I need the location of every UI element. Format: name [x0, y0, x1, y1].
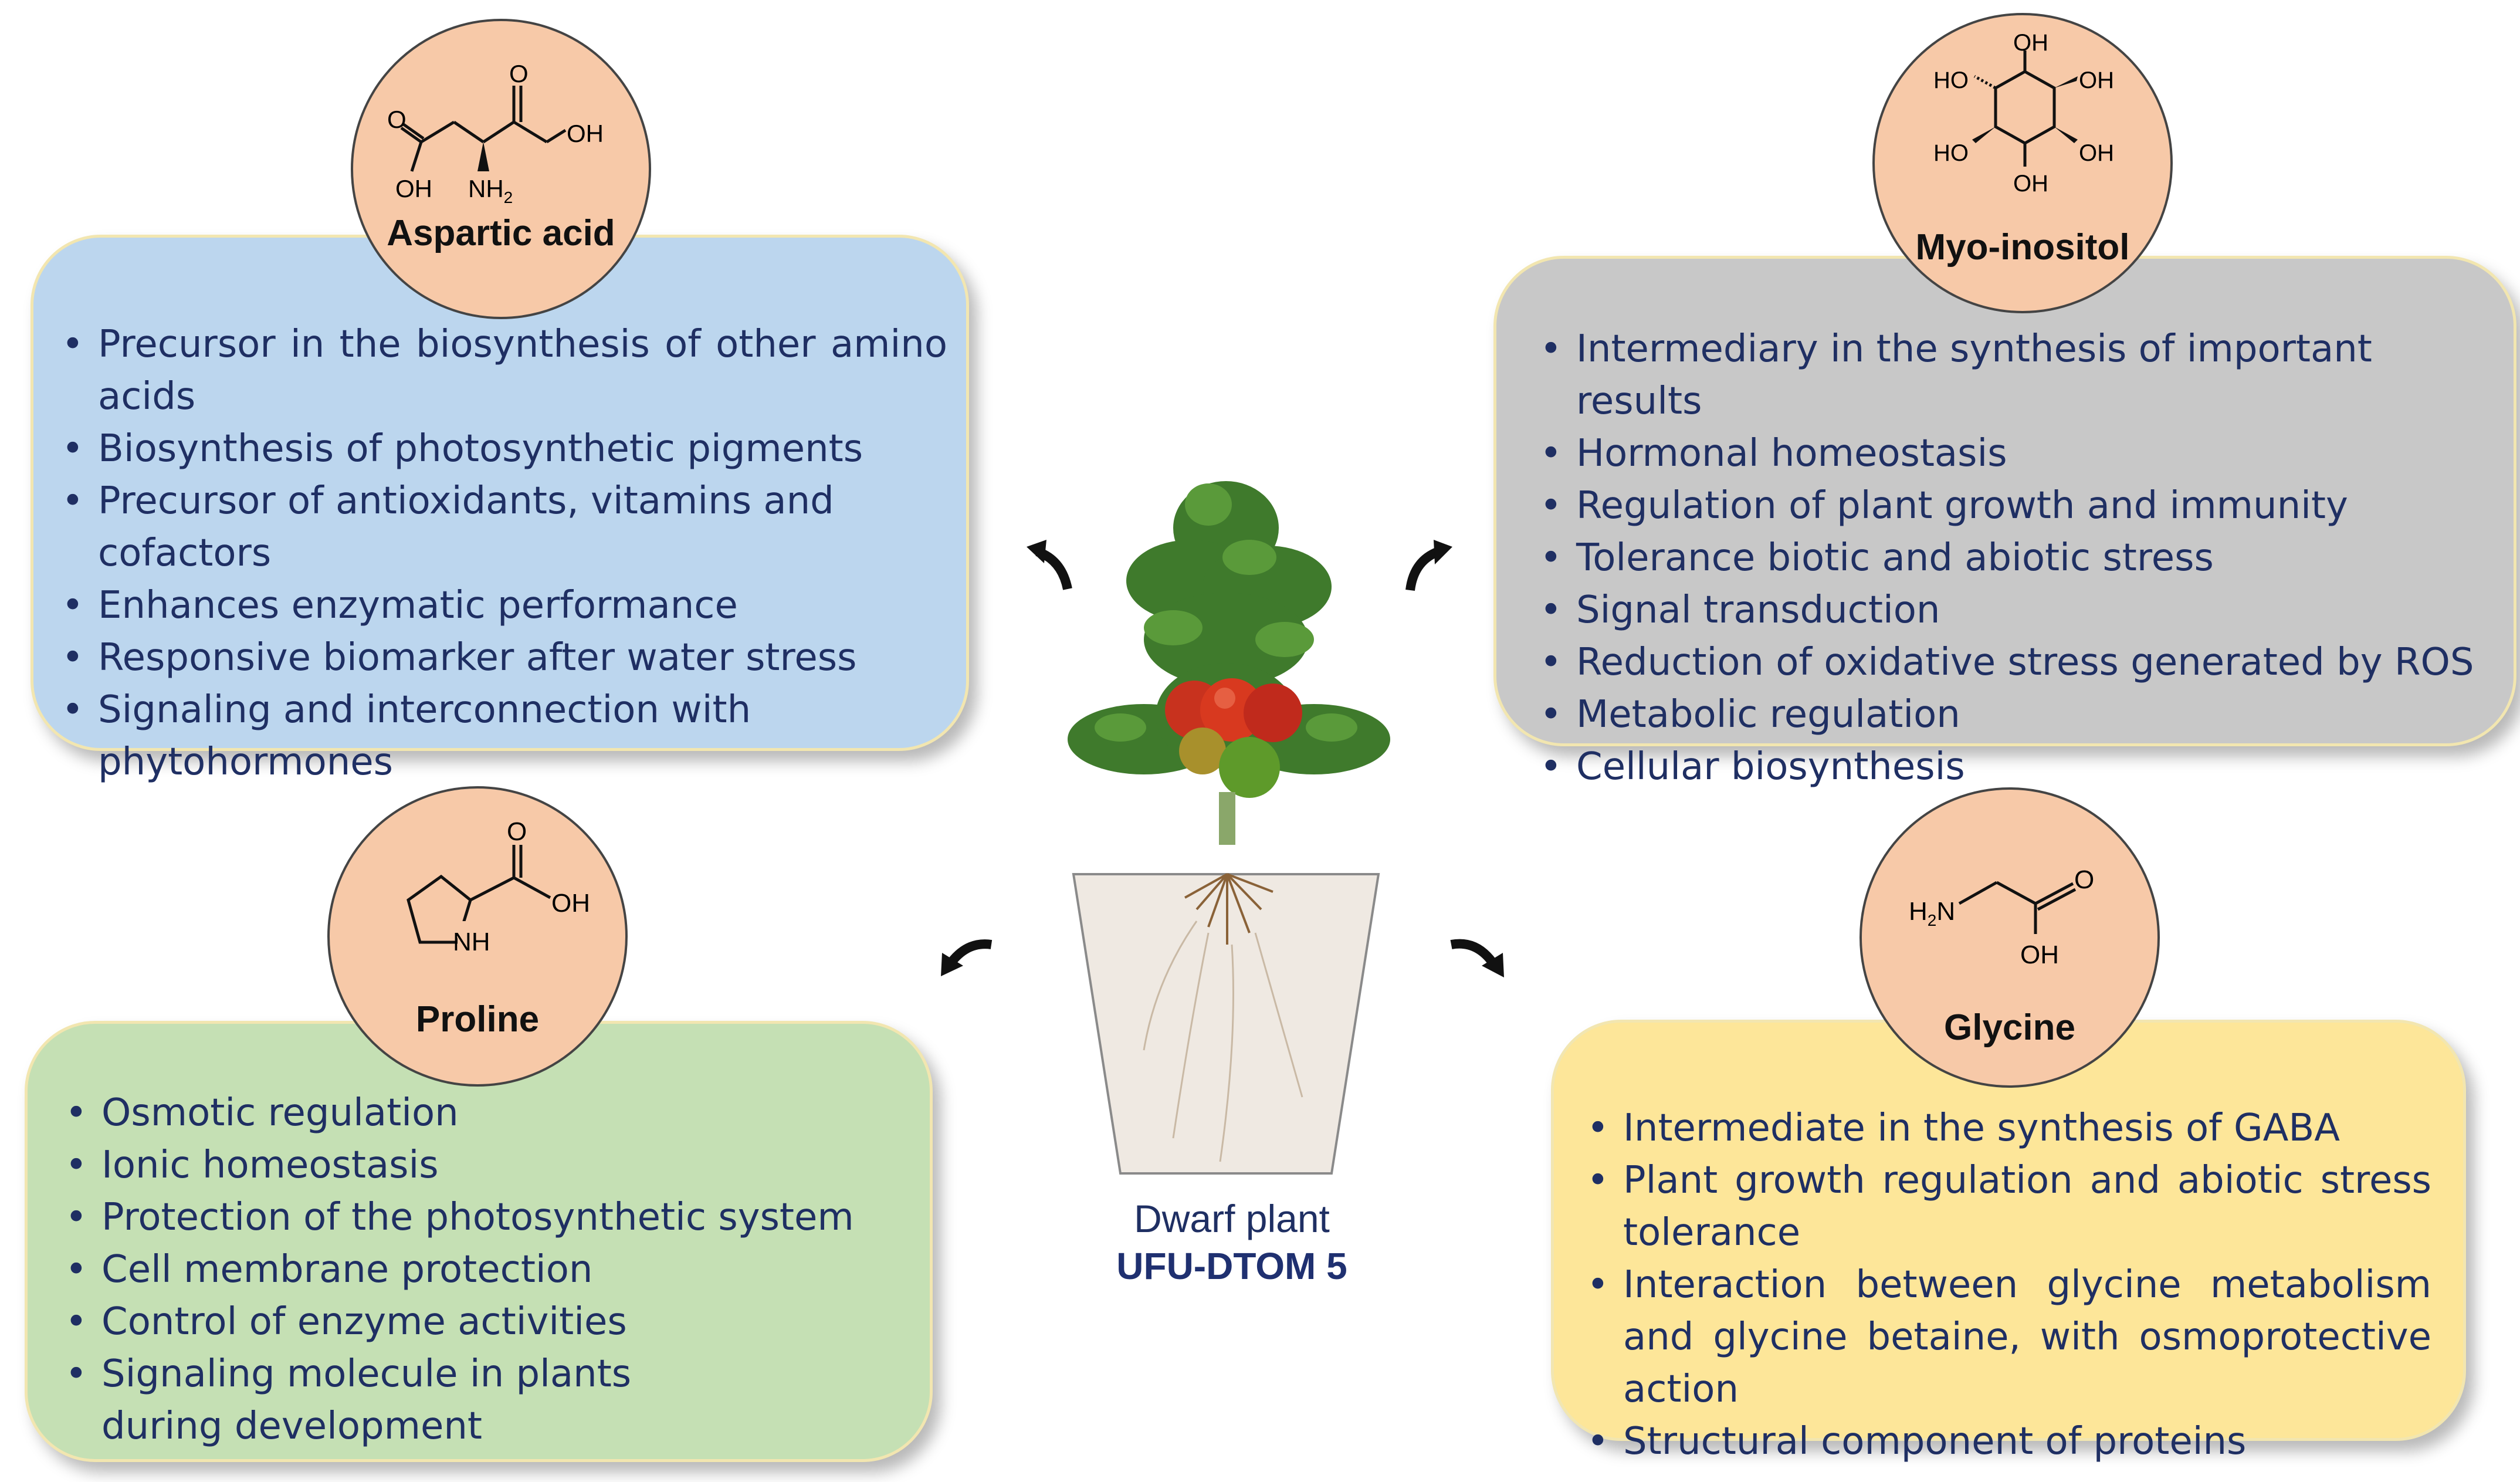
glycine-oh-label: OH	[2020, 940, 2059, 969]
list-item: Signaling and interconnection with phyto…	[62, 684, 761, 789]
list-item: Cellular biosynthesis	[1540, 741, 2502, 793]
arrow-to-aspartic-icon	[1027, 540, 1072, 590]
list-item: Regulation of plant growth and immunity	[1540, 480, 2502, 532]
myo-inositol-list: Intermediary in the synthesis of importa…	[1540, 323, 2502, 793]
proline-o-label: O	[507, 817, 527, 846]
list-item: Signaling molecule in plants during deve…	[65, 1348, 758, 1453]
proline-structure: O OH NH	[407, 817, 590, 956]
list-item: Control of enzyme activities	[65, 1296, 886, 1348]
arrow-to-glycine-icon	[1450, 939, 1504, 977]
aspartic-o-label: O	[509, 60, 529, 87]
myo-inositol-circle: OH HO OH HO OH OH Myo-inositol	[1872, 13, 2173, 313]
glycine-panel: Intermediate in the synthesis of GABA Pl…	[1551, 1020, 2466, 1468]
myo-inositol-panel: Intermediary in the synthesis of importa…	[1493, 256, 2516, 793]
plant-caption-line1: Dwarf plant	[1134, 1197, 1330, 1240]
myo-oh-label: OH	[2079, 140, 2114, 166]
glycine-name: Glycine	[1944, 1007, 2075, 1048]
list-item: Structural component of proteins	[1587, 1416, 2431, 1468]
aspartic-oh-label: OH	[395, 175, 432, 202]
list-item: Precursor in the biosynthesis of other a…	[62, 319, 947, 423]
myo-oh-label: OH	[2079, 67, 2114, 93]
dwarf-plant-illustration	[1068, 481, 1390, 1175]
list-item: Intermediate in the synthesis of GABA	[1587, 1102, 2431, 1155]
list-item: Plant growth regulation and abiotic stre…	[1587, 1155, 2431, 1259]
myo-ho-label: HO	[1933, 140, 1969, 166]
proline-name: Proline	[415, 999, 540, 1040]
list-item: Ionic homeostasis	[65, 1139, 886, 1192]
list-item: Tolerance biotic and abiotic stress	[1540, 532, 2502, 584]
list-item: Enhances enzymatic performance	[62, 580, 947, 632]
list-item: Metabolic regulation	[1540, 689, 2502, 741]
glycine-circle: H2N O OH Glycine	[1859, 787, 2160, 1088]
glycine-list: Intermediate in the synthesis of GABA Pl…	[1587, 1102, 2431, 1468]
aspartic-acid-structure: O O OH OH NH2	[387, 60, 604, 207]
myo-ho-label: HO	[1933, 67, 1969, 93]
proline-circle: O OH NH Proline	[327, 786, 628, 1087]
list-item: Precursor of antioxidants, vitamins and …	[62, 475, 947, 580]
proline-oh-label: OH	[551, 889, 590, 918]
myo-oh-label: OH	[2013, 30, 2048, 56]
arrow-to-myo-inositol-icon	[1405, 540, 1452, 591]
list-item: Signal transduction	[1540, 584, 2502, 637]
list-item: Hormonal homeostasis	[1540, 428, 2502, 480]
aspartic-nh2-label: NH2	[468, 175, 513, 207]
plant-caption: Dwarf plant UFU-DTOM 5	[1056, 1195, 1408, 1290]
list-item: Biosynthesis of photosynthetic pigments	[62, 423, 947, 475]
list-item: Protection of the photosynthetic system	[65, 1192, 886, 1244]
list-item: Responsive biomarker after water stress	[62, 632, 947, 684]
proline-nh-label: NH	[453, 928, 490, 956]
list-item: Intermediary in the synthesis of importa…	[1540, 323, 2502, 428]
aspartic-oh-label: OH	[567, 120, 604, 147]
list-item: Reduction of oxidative stress generated …	[1540, 637, 2502, 689]
proline-panel: Osmotic regulation Ionic homeostasis Pro…	[25, 1021, 933, 1462]
glycine-o-label: O	[2074, 865, 2094, 894]
aspartic-acid-circle: O O OH OH NH2 Aspartic acid	[351, 19, 651, 319]
aspartic-acid-list: Precursor in the biosynthesis of other a…	[62, 319, 947, 789]
list-item: Osmotic regulation	[65, 1087, 886, 1139]
list-item: Cell membrane protection	[65, 1244, 886, 1296]
aspartic-acid-panel: Precursor in the biosynthesis of other a…	[31, 235, 969, 784]
arrow-to-proline-icon	[941, 939, 993, 976]
myo-oh-label: OH	[2013, 171, 2048, 197]
plant-caption-line2: UFU-DTOM 5	[1116, 1245, 1347, 1287]
list-item: Interaction between glycine metabolism a…	[1587, 1259, 2431, 1416]
myo-inositol-structure: OH HO OH HO OH OH	[1933, 30, 2114, 197]
proline-list: Osmotic regulation Ionic homeostasis Pro…	[65, 1087, 886, 1453]
glycine-structure: H2N O OH	[1909, 865, 2094, 969]
glycine-h2n-label: H2N	[1909, 897, 1955, 929]
aspartic-acid-name: Aspartic acid	[387, 213, 615, 253]
myo-inositol-name: Myo-inositol	[1915, 227, 2130, 268]
aspartic-o-label: O	[387, 106, 407, 133]
